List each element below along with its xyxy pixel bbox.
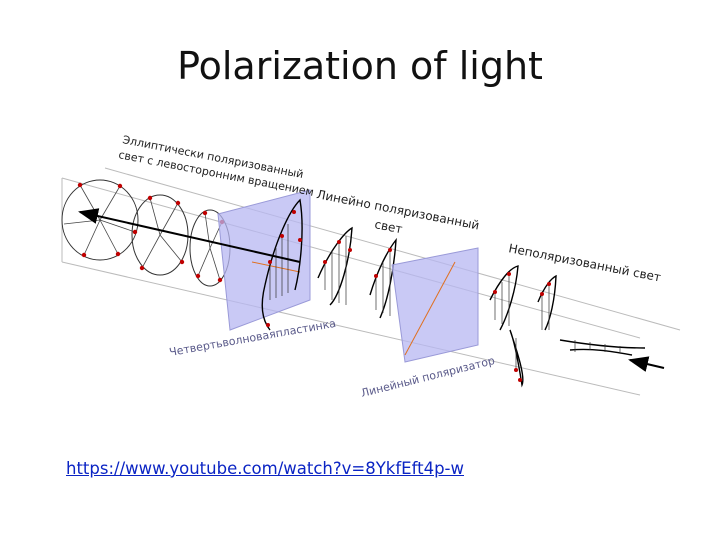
linear-wave (261, 198, 397, 331)
beam-arrow-icon (78, 208, 301, 263)
unpolarized-wave (489, 265, 646, 388)
label-unpolarized: Неполяризованный свет (507, 241, 662, 284)
linear-wave-hatch (269, 224, 391, 316)
elliptical-dots (77, 182, 225, 283)
label-linear-2: свет (373, 217, 403, 236)
linear-wave-dots (266, 210, 392, 327)
quarter-wave-plate (217, 189, 311, 331)
label-linear-polarizer: Линейный поляризатор (360, 354, 497, 400)
unpolarized-dots (493, 272, 551, 382)
label-quarter-wave: Четвертьволноваяпластинка (168, 317, 337, 359)
source-link[interactable]: https://www.youtube.com/watch?v=8YkfEft4… (66, 459, 464, 478)
elliptical-vectors (63, 184, 223, 281)
unpolarized-hatch (494, 274, 621, 370)
slide-title: Polarization of light (177, 44, 543, 88)
incoming-arrow-icon (628, 356, 665, 372)
polarizer-axis (404, 261, 456, 356)
linear-polarizer-plate (391, 247, 479, 363)
